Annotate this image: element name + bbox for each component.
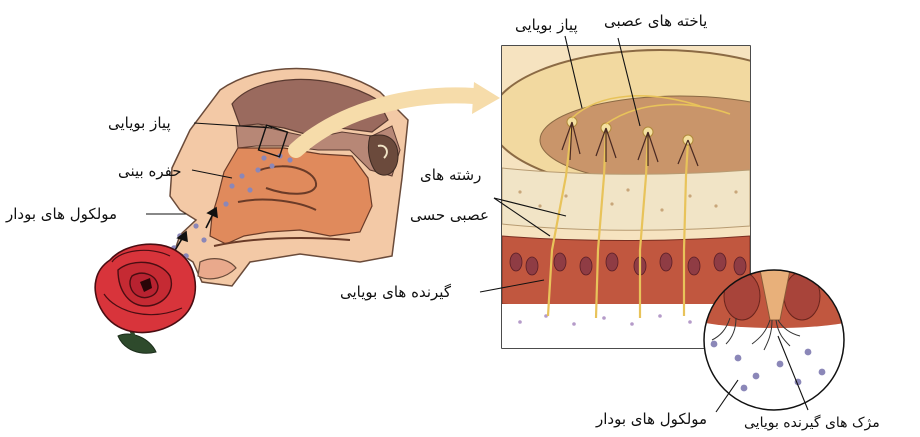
odor-molecule [741, 385, 748, 392]
label-odor-molecules-left: مولکول های بودار [6, 205, 117, 223]
bone-pore [714, 204, 717, 207]
label-nasal-cavity: حفره بینی [118, 162, 182, 180]
epithelial-cell [580, 257, 592, 275]
label-fibers-line2: عصبی حسی [410, 206, 489, 224]
odor-molecule [229, 183, 234, 188]
odor-molecule [602, 316, 606, 320]
odor-molecule [753, 373, 760, 380]
epithelium-layer [502, 236, 750, 308]
odor-molecule [572, 322, 576, 326]
odor-molecule [287, 157, 292, 162]
odor-molecule [261, 155, 266, 160]
label-olfactory-bulb-right: پیاز بویایی [515, 16, 578, 34]
epithelial-cell [606, 253, 618, 271]
epithelial-cell [660, 253, 672, 271]
magnify-arrowhead [472, 82, 500, 114]
rose-leaf [118, 334, 156, 353]
odor-molecule [247, 187, 252, 192]
label-odor-molecules-bottom: مولکول های بودار [596, 410, 707, 428]
odor-molecule [735, 355, 742, 362]
olfactory-bulb-inner [540, 96, 820, 184]
label-receptor-cilia: مژک های گیرنده بویایی [744, 414, 880, 432]
odor-molecule [819, 369, 826, 376]
bone-pore [734, 190, 737, 193]
odor-molecule [630, 322, 634, 326]
epithelial-cell [526, 257, 538, 275]
cilia-cell [784, 272, 820, 320]
odor-molecule [518, 320, 522, 324]
odor-molecule [711, 341, 718, 348]
label-nerve-cells: یاخته های عصبی [604, 12, 707, 30]
label-olfactory-bulb-left: پیاز بویایی [108, 114, 171, 132]
bone-pore [518, 190, 521, 193]
odor-molecule [193, 223, 198, 228]
rose [95, 244, 195, 353]
bone-layer [502, 168, 750, 230]
bone-pore [688, 194, 691, 197]
label-olfactory-receptors: گیرنده های بویایی [340, 283, 451, 301]
odor-molecule [269, 163, 274, 168]
epithelial-cell [554, 253, 566, 271]
odor-molecule [223, 201, 228, 206]
epithelial-cell [510, 253, 522, 271]
odor-molecule [201, 237, 206, 242]
label-fibers-line1: رشته های [420, 166, 481, 184]
odor-molecule [239, 173, 244, 178]
odor-molecule [777, 361, 784, 368]
epithelial-cell [688, 257, 700, 275]
odor-molecule [688, 320, 692, 324]
bone-pore [538, 204, 541, 207]
odor-molecule [255, 167, 260, 172]
odor-molecule [658, 314, 662, 318]
epithelial-cell [734, 257, 746, 275]
bone-pore [610, 202, 613, 205]
bone-pore [564, 194, 567, 197]
odor-molecule [805, 349, 812, 356]
bone-pore [626, 188, 629, 191]
bone-pore [660, 208, 663, 211]
epithelial-cell [714, 253, 726, 271]
